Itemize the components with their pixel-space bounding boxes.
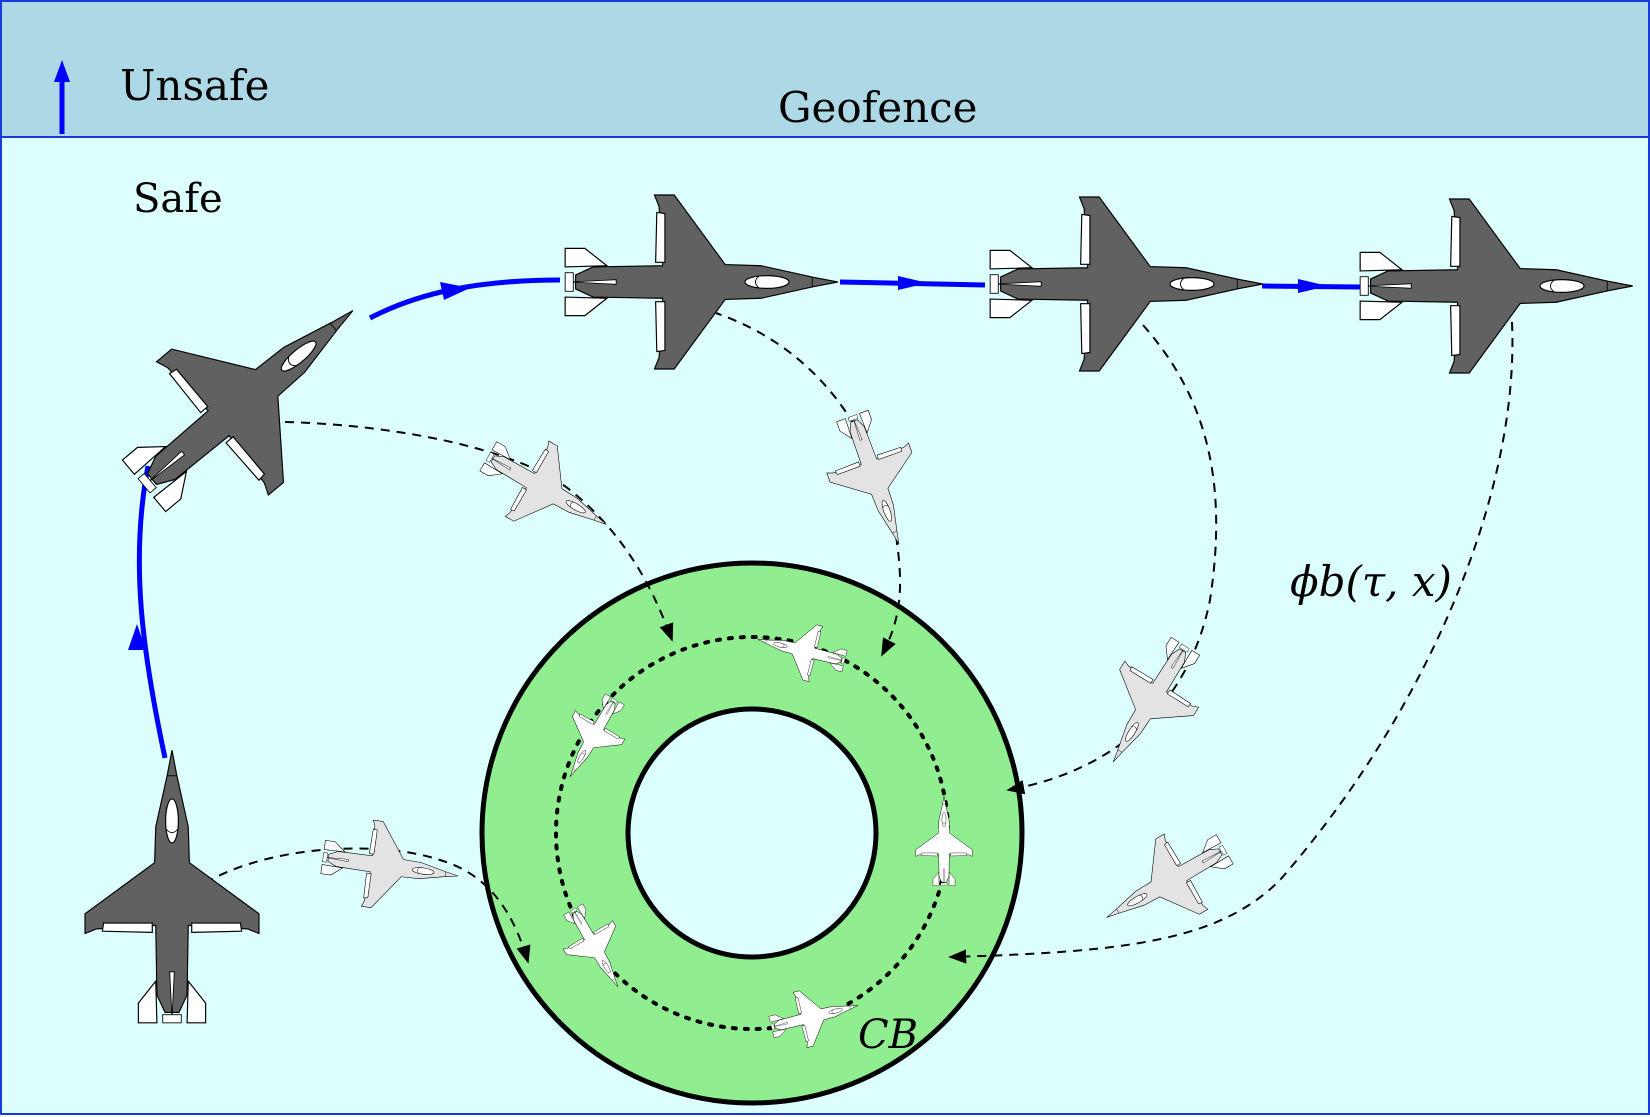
safe-label: Safe (133, 176, 223, 222)
backup-flow-label: ϕb(τ, x) (1290, 557, 1452, 606)
backup-set-label: CB (858, 1012, 918, 1058)
trajectory-direction-arrows (128, 276, 1328, 650)
geofence-label: Geofence (778, 83, 978, 132)
unsafe-label: Unsafe (120, 61, 269, 110)
unsafe-arrow-icon (54, 60, 70, 134)
unsafe-region (0, 0, 1650, 138)
backup-set (479, 560, 1025, 1106)
